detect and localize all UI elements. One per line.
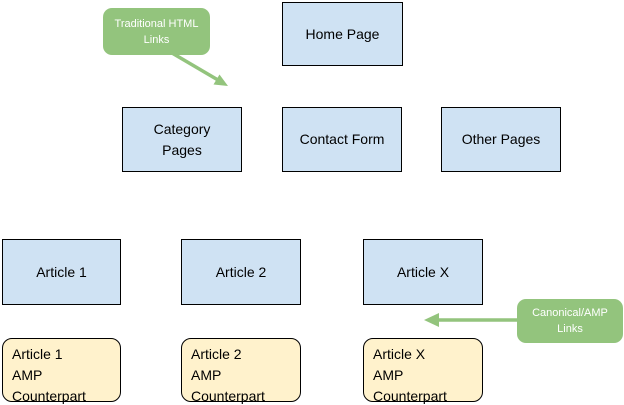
node-article-x-amp-counterpart: Article X AMP Counterpart	[363, 338, 483, 404]
node-home-page: Home Page	[282, 2, 403, 66]
callout-canonical-amp-links: Canonical/AMP Links	[517, 299, 623, 343]
canonical-amp-links-arrow-head	[424, 313, 439, 327]
node-article-2: Article 2	[181, 239, 301, 305]
node-article-1-amp-counterpart: Article 1 AMP Counterpart	[2, 338, 121, 404]
node-article-x: Article X	[363, 239, 483, 305]
traditional-links-arrow-head	[213, 74, 228, 86]
canonical-amp-links-arrow	[424, 313, 518, 327]
node-category-pages: Category Pages	[122, 107, 242, 172]
node-other-pages: Other Pages	[441, 107, 561, 172]
callout-traditional-html-links: Traditional HTML Links	[103, 8, 210, 55]
node-article-1: Article 1	[2, 239, 121, 305]
traditional-links-arrow-line	[171, 51, 219, 82]
traditional-links-arrow	[171, 51, 228, 86]
node-contact-form: Contact Form	[282, 107, 402, 172]
node-article-2-amp-counterpart: Article 2 AMP Counterpart	[181, 338, 301, 404]
